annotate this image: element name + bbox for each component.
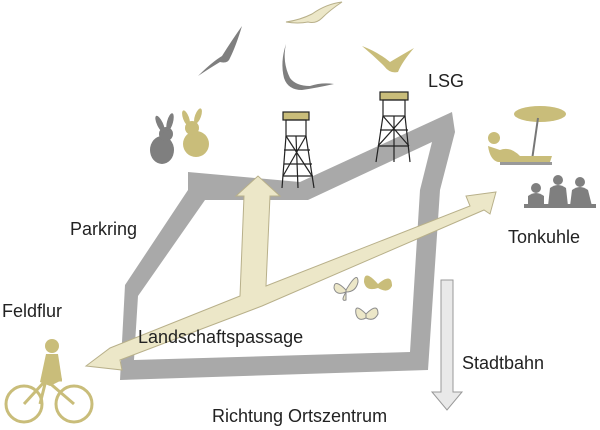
parkring-loop	[120, 112, 455, 380]
butterfly-icon	[355, 307, 379, 320]
rabbit-icon	[150, 113, 174, 164]
richtung-ortszentrum-label: Richtung Ortszentrum	[212, 406, 388, 426]
stadtbahn-arrow-icon	[430, 279, 464, 411]
umbrella-icon	[514, 106, 566, 161]
landschaftspassage-label: Landschaftspassage	[138, 327, 304, 347]
people-group-icon	[524, 175, 596, 208]
bird-icon	[282, 44, 334, 90]
watchtower-icon	[281, 111, 315, 189]
feldflur-label: Feldflur	[2, 301, 63, 321]
sunbather-icon	[488, 132, 552, 165]
bird-icon	[285, 1, 343, 24]
lsg-label: LSG	[428, 71, 465, 91]
parkring-label: Parkring	[70, 219, 138, 239]
cyclist-icon	[4, 339, 94, 424]
rabbit-icon	[182, 108, 209, 157]
stadtbahn-label: Stadtbahn	[462, 353, 545, 373]
tonkuhle-label: Tonkuhle	[508, 227, 581, 247]
bird-icon	[362, 46, 414, 73]
bird-icon	[198, 26, 242, 76]
butterfly-icon	[364, 275, 392, 291]
butterfly-icon	[333, 277, 359, 301]
watchtower-icon	[375, 91, 411, 163]
landschaftspassage-band	[84, 175, 497, 371]
